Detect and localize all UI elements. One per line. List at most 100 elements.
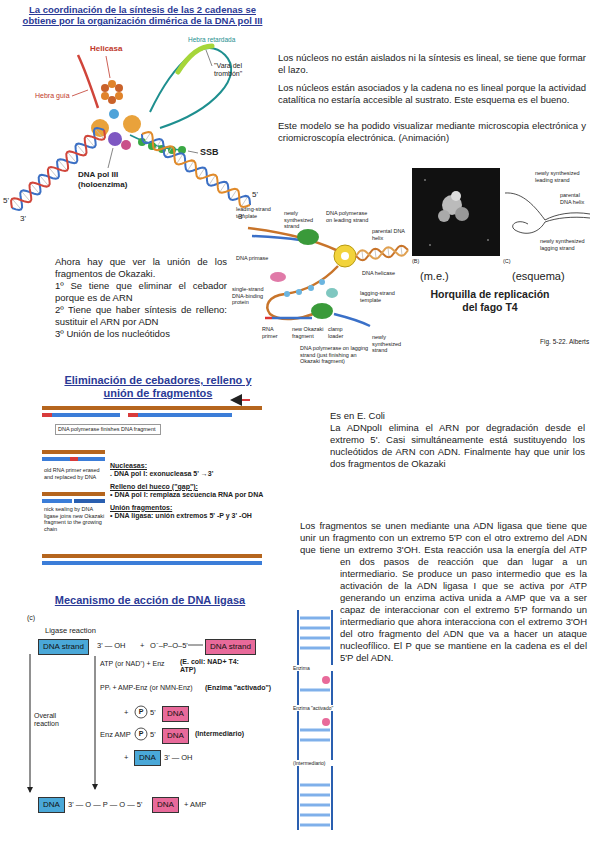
figure-label: DNA helicase — [362, 270, 395, 277]
figure-label: newly synthesized lagging strand — [540, 238, 588, 251]
note-heading: Unión fragmentos: — [110, 504, 265, 512]
note-item: • DNA pol I: remplaza secuencia RNA por … — [110, 491, 265, 499]
chem-group: 5' — [150, 708, 156, 717]
figure-label: clamp loader — [328, 326, 356, 339]
product-label: + AMP — [184, 800, 206, 809]
panel-caption: (m.e.) — [420, 270, 449, 283]
note-label: (Intermediario) — [195, 730, 244, 738]
paragraph: La ADNpolI elimina el ARN por degradació… — [330, 422, 585, 470]
figure-label: DNA primase — [236, 255, 270, 262]
figure-note: DNA polymerase finishes DNA fragment — [55, 424, 161, 435]
note-heading: Nucleasas: — [110, 462, 265, 470]
phosphate-symbol: P — [135, 730, 147, 738]
figure-label: Enzima "activado" — [292, 705, 338, 711]
dna-helix — [356, 246, 408, 260]
figure-title: Ligase reaction — [45, 626, 96, 635]
phosphate-symbol: P — [135, 708, 147, 716]
figure-label: RNA primer — [262, 326, 290, 339]
strand-end: 5' — [252, 190, 258, 200]
dna-strand-box: DNA strand — [38, 639, 89, 655]
box-text: DNA — [43, 800, 60, 809]
paragraph: Los núcleos están asociados y la cadena … — [278, 82, 586, 106]
paragraph: Los fragmentos se unen mediante una ADN … — [300, 520, 587, 664]
chem-group: 3' — OH — [164, 753, 193, 762]
part-label: SSB — [200, 147, 219, 158]
figure-label: DNA polymerase on leading strand — [326, 210, 370, 223]
panel-letter: (C) — [503, 258, 511, 265]
note-label: (E. coli: NAD+ T4: ATP) — [180, 658, 242, 675]
part-label: Hebra retardada — [188, 36, 248, 44]
figure-note: old RNA primer erased and replaced by DN… — [44, 467, 104, 480]
figure-source: Fig. 5-22. Alberts — [540, 338, 589, 346]
section-heading: Eliminación de cebadores, relleno y unió… — [58, 374, 258, 400]
box-text: DNA strand — [210, 642, 251, 651]
dna-strand-box: DNA — [162, 728, 189, 744]
figure-label: newly synthesized leading strand — [535, 170, 585, 183]
note-item: . DNA pol I: exonucleasa 5' →3' — [110, 470, 265, 478]
chem-group: 3' — OH — [97, 641, 126, 650]
text-column: Los fragmentos se unen mediante una ADN … — [300, 520, 587, 848]
note-item: • DNA ligasa: unión extremos 5' -P y 3' … — [110, 512, 265, 520]
figure-label: newly synthesized strand — [372, 334, 408, 354]
box-text: DNA — [139, 753, 156, 762]
figure-label: parental DNA helix — [372, 228, 410, 241]
part-label: "Vara del trombón" — [214, 62, 262, 79]
figure-label: DNA polymerase on lagging strand (just f… — [300, 345, 370, 365]
reactant-label: ATP (or NAD⁺) + Enz — [100, 660, 165, 668]
box-text: DNA — [167, 731, 184, 740]
box-text: DNA strand — [43, 642, 84, 651]
enzyme-label: Enz AMP — [100, 730, 131, 739]
dna-helix — [142, 132, 250, 207]
part-label: DNA pol III (holoenzima) — [78, 170, 140, 189]
box-text: DNA — [157, 800, 174, 809]
dna-strand-box: DNA — [152, 797, 179, 813]
figure-label: new Okazaki fragment — [292, 326, 326, 339]
chem-group: O⁻–P–O–5' — [150, 641, 188, 650]
paragraph: 2º Tiene que haber síntesis de relleno: … — [55, 304, 227, 328]
note-heading: Relleno del hueco ("gap"): — [110, 483, 265, 491]
section-heading: Mecanismo de acción de DNA ligasa — [35, 594, 265, 607]
ligase-reaction-illustration — [30, 610, 332, 830]
paragraph: Es en E. Coli — [330, 410, 585, 422]
note-column: Nucleasas:. DNA pol I: exonucleasa 5' →3… — [110, 462, 265, 520]
primer-removal-illustration — [42, 400, 262, 563]
figure-caption: Horquilla de replicación del fago T4 — [430, 288, 550, 313]
figure-label: Enzima — [292, 665, 338, 671]
dna-strand-box: DNA — [134, 750, 161, 766]
paragraph: Los núcleos no están aislados ni la sínt… — [278, 52, 586, 76]
dna-strand-box: DNA — [162, 706, 189, 722]
figure-label: single-strand DNA-binding protein — [232, 286, 264, 306]
strand-end: 5' — [3, 196, 9, 206]
paragraph: Este modelo se ha podido visualizar medi… — [278, 120, 586, 144]
paragraph: 1º Se tiene que eliminar el cebador porq… — [55, 280, 227, 304]
plus-sign: + — [124, 708, 128, 717]
figure-label: parental DNA helix — [560, 192, 590, 205]
strand-end: 3' — [20, 214, 26, 224]
text-column: Los núcleos no están aislados ni la sínt… — [278, 52, 586, 144]
paragraph: 3º Unión de los nucleótidos — [55, 328, 227, 340]
figure-note: nick sealing by DNA ligase joins new Oka… — [44, 506, 106, 532]
part-label: Hebra guía — [35, 92, 70, 100]
part-label: Helicasa — [90, 44, 122, 54]
figure-label: leading-strand template — [236, 206, 280, 219]
paragraph: Ahora hay que ver la unión de los fragme… — [55, 256, 227, 280]
box-text: DNA — [167, 709, 184, 718]
text-column: Es en E. ColiLa ADNpolI elimina el ARN p… — [330, 410, 585, 470]
figure-label: (Intermediario) — [292, 760, 338, 766]
plus-sign: + — [140, 641, 144, 650]
chem-group: 3' — O — P — O — 5' — [68, 800, 142, 809]
replication-fork-illustration — [72, 46, 231, 168]
note-label: (Enzima "activado") — [205, 684, 271, 692]
product-label: PPᵢ + AMP-Enz (or NMN-Enz) — [100, 684, 193, 692]
text-column: Ahora hay que ver la unión de los fragme… — [55, 256, 227, 340]
panel-caption: (esquema) — [512, 270, 565, 283]
arrow-label: Overall reaction — [34, 712, 74, 729]
page-title: La coordinación de la síntesis de las 2 … — [20, 4, 265, 26]
panel-letter: (B) — [412, 258, 419, 265]
plus-sign: + — [124, 753, 128, 762]
dna-strand-box: DNA strand — [205, 639, 256, 655]
dna-helix — [11, 128, 105, 210]
figure-label: lagging-strand template — [360, 290, 400, 303]
chem-group: 5' — [150, 730, 156, 739]
